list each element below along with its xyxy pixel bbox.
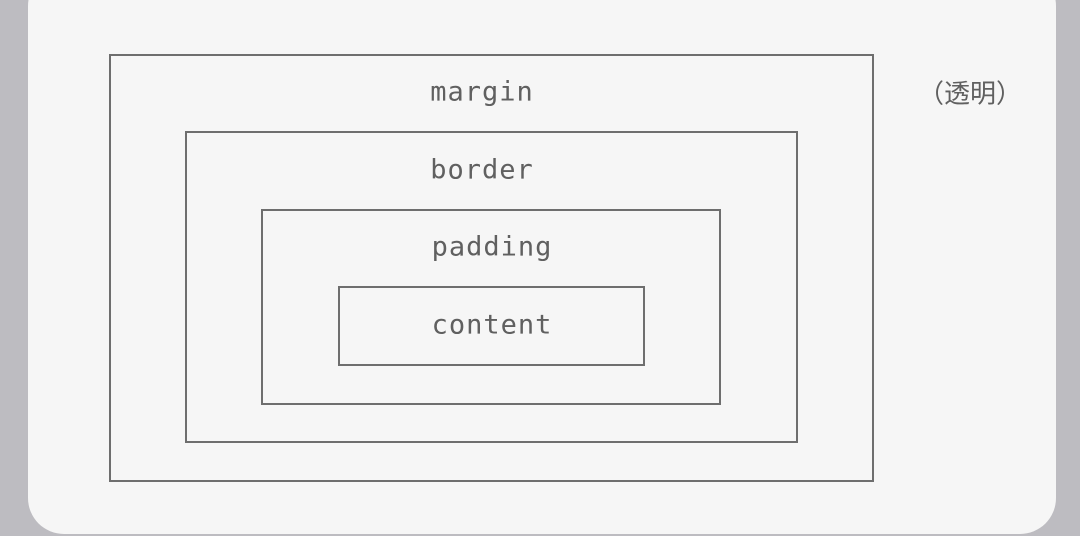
margin-transparent-note: （透明） <box>917 79 1023 110</box>
padding-box <box>261 209 721 405</box>
content-box <box>338 286 645 366</box>
padding-label: padding <box>431 231 553 263</box>
margin-box <box>109 54 874 482</box>
margin-label: margin <box>430 76 534 108</box>
content-label: content <box>431 309 553 341</box>
border-box <box>185 131 798 443</box>
border-label: border <box>430 154 534 186</box>
diagram-card <box>28 0 1056 534</box>
